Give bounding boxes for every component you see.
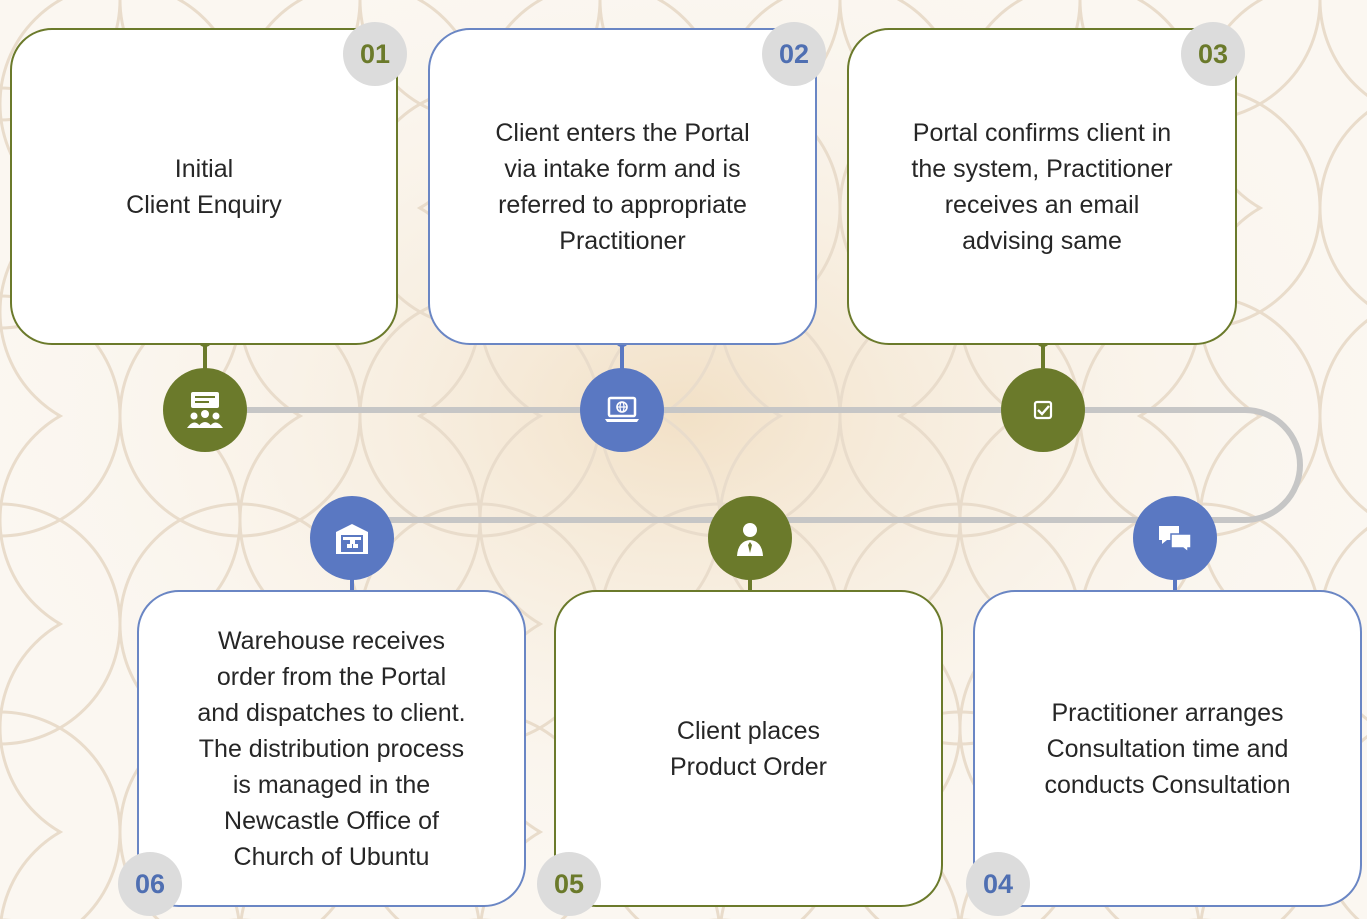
step-05-number-badge: 05 <box>537 852 601 916</box>
businessman-icon <box>708 496 792 580</box>
step-01-number-badge: 01 <box>343 22 407 86</box>
step-06-card: Warehouse receives order from the Portal… <box>137 590 526 907</box>
step-01-card: Initial Client Enquiry <box>10 28 398 345</box>
step-01-text: Initial Client Enquiry <box>126 154 282 219</box>
step-03-card: Portal confirms client in the system, Pr… <box>847 28 1237 345</box>
chat-bubbles-icon <box>1133 496 1217 580</box>
laptop-globe-icon <box>580 368 664 452</box>
warehouse-icon <box>310 496 394 580</box>
step-02-number-badge: 02 <box>762 22 826 86</box>
checkbox-icon <box>1001 368 1085 452</box>
step-04-text: Practitioner arranges Consultation time … <box>1044 698 1291 799</box>
step-04-number-badge: 04 <box>966 852 1030 916</box>
step-03-text: Portal confirms client in the system, Pr… <box>911 118 1173 255</box>
step-05-card: Client places Product Order <box>554 590 943 907</box>
step-06-text: Warehouse receives order from the Portal… <box>197 626 466 871</box>
step-05-text: Client places Product Order <box>669 716 827 781</box>
step-02-card: Client enters the Portal via intake form… <box>428 28 817 345</box>
step-02-text: Client enters the Portal via intake form… <box>495 118 750 255</box>
client-enquiry-group-icon <box>163 368 247 452</box>
step-04-card: Practitioner arranges Consultation time … <box>973 590 1362 907</box>
step-06-number-badge: 06 <box>118 852 182 916</box>
step-03-number-badge: 03 <box>1181 22 1245 86</box>
